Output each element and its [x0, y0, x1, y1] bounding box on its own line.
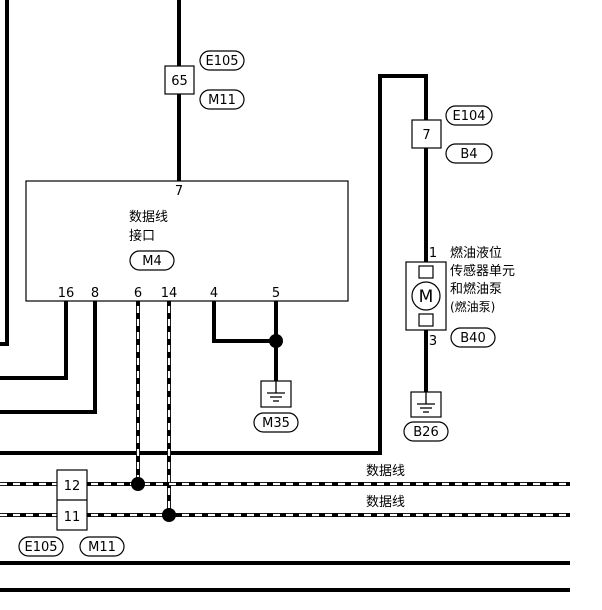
motor-symbol-label: M [419, 287, 434, 307]
pin-65-label: 65 [171, 74, 188, 89]
fuel-unit-title-line1: 燃油液位 [450, 245, 502, 261]
junction-dot-upper-bus [131, 477, 145, 491]
pin-7-right-label: 7 [422, 128, 430, 143]
tag-m11-bottom [79, 536, 125, 557]
fuel-unit-title-line3: 和燃油泵 [450, 281, 502, 297]
dlc-box [25, 180, 349, 302]
ground-icon-m35 [260, 380, 292, 408]
dlc-title-line2: 接口 [129, 228, 155, 244]
tag-m11-bottom-label: M11 [88, 540, 116, 555]
dlc-title-line1: 数据线 [129, 210, 168, 225]
wire-pin4-to-ground [212, 301, 276, 343]
tag-b40-label: B40 [460, 331, 485, 346]
fuel-unit-pin-3-label: 3 [429, 334, 437, 349]
junction-dot-lower-bus [162, 508, 176, 522]
tag-m35-label: M35 [262, 416, 290, 431]
tag-e104 [445, 105, 493, 126]
tag-b26-label: B26 [413, 425, 438, 440]
dlc-pin-7-label: 7 [175, 184, 183, 199]
dlc-pin-14-label: 14 [161, 286, 178, 301]
tag-e105-top [199, 50, 245, 71]
dlc-pin-5-label: 5 [272, 286, 280, 301]
wire-e104-pin7-loop [0, 74, 428, 455]
connector-box-7-right [411, 119, 442, 149]
fuel-unit-bottom-tab [418, 313, 434, 327]
dlc-pin-4-label: 4 [210, 286, 218, 301]
tag-e105-bottom-label: E105 [24, 540, 57, 555]
wire-pin16 [0, 301, 68, 380]
pin-11-label: 11 [64, 510, 81, 525]
tag-m11-top-label: M11 [208, 93, 236, 108]
bus-label-lower: 数据线 [366, 495, 405, 510]
motor-icon [411, 281, 441, 311]
wire-pin8 [0, 301, 97, 414]
ground-icon-b26 [410, 391, 442, 418]
junction-dot-ground [269, 334, 283, 348]
fuel-unit-top-tab [418, 265, 434, 279]
dlc-pin-16-label: 16 [58, 286, 75, 301]
dlc-pin-8-label: 8 [91, 286, 99, 301]
tag-e104-label: E104 [452, 109, 485, 124]
tag-b4-label: B4 [460, 147, 477, 162]
dlc-pin-6-label: 6 [134, 286, 142, 301]
tag-m4-label: M4 [142, 254, 162, 269]
tag-m35 [253, 412, 299, 433]
tag-e105-top-label: E105 [205, 54, 238, 69]
tag-b4 [445, 143, 493, 164]
tag-m11-top [199, 89, 245, 110]
wire-left-vertical [0, 0, 9, 346]
tag-b26 [403, 421, 449, 442]
fuel-unit-pin-1-label: 1 [429, 246, 437, 261]
bus-label-upper: 数据线 [366, 464, 405, 479]
tag-e105-bottom [18, 536, 64, 557]
fuel-unit-title-line2: 传感器单元 [450, 263, 515, 279]
pin-12-label: 12 [64, 479, 81, 494]
tag-b40 [450, 327, 496, 348]
connector-box-65 [164, 65, 195, 95]
fuel-unit-title-line4: (燃油泵) [450, 299, 495, 314]
tag-m4 [129, 250, 175, 271]
